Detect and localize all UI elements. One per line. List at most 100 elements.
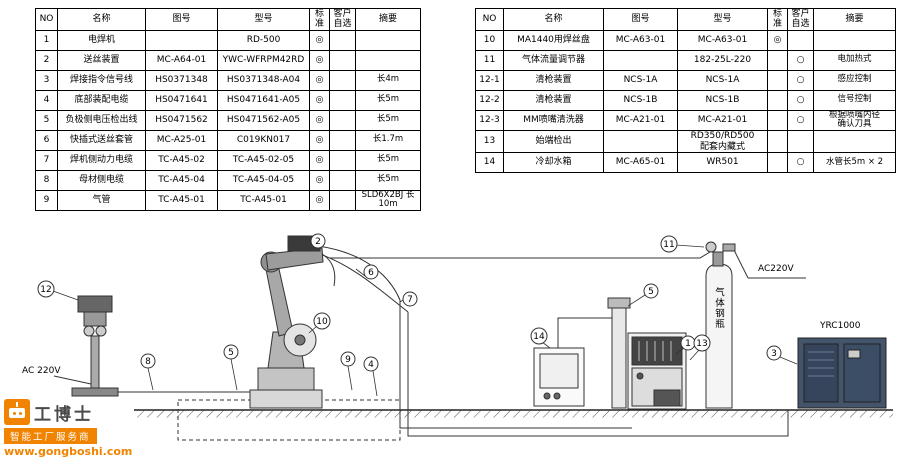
table-cell: RD-500: [217, 29, 310, 51]
table-cell: [329, 29, 356, 51]
table-cell: NCS-1A: [677, 69, 768, 91]
table-cell: ○: [787, 109, 814, 132]
column-header: 标准: [767, 8, 788, 31]
callout-7: 7: [399, 291, 418, 307]
callout-2: 2: [310, 233, 326, 249]
column-header: NO: [475, 8, 504, 31]
table-cell: 1: [35, 29, 58, 51]
table-cell: WR501: [677, 151, 768, 173]
table-cell: TC-A45-01: [145, 189, 218, 212]
table-cell: 气管: [57, 189, 146, 212]
table-cell: MC-A63-01: [677, 29, 768, 51]
column-header: 客户 自选: [787, 8, 814, 31]
gas-flow-regulator: [722, 243, 736, 252]
table-cell: [329, 69, 356, 91]
table-cell: MC-A63-01: [603, 29, 678, 51]
callout-4: 4: [363, 356, 379, 397]
table-cell: [767, 89, 788, 111]
svg-text:10: 10: [316, 317, 328, 327]
table-cell: [329, 129, 356, 151]
table-cell: 长1.7m: [355, 129, 421, 151]
table-cell: NCS-1B: [603, 89, 678, 111]
table-cell: [329, 149, 356, 171]
table-cell: ○: [787, 151, 814, 173]
table-cell: 4: [35, 89, 58, 111]
column-header: 型号: [677, 8, 768, 31]
table-cell: 气体流量调节器: [503, 49, 604, 71]
table-cell: 负极侧电压检出线: [57, 109, 146, 131]
table-cell: C019KN017: [217, 129, 310, 151]
callout-9: 9: [340, 351, 356, 391]
table-cell: NCS-1B: [677, 89, 768, 111]
table-cell: HS0471562-A05: [217, 109, 310, 131]
callout-6: 6: [355, 264, 379, 280]
table-cell: [329, 169, 356, 191]
svg-text:13: 13: [696, 339, 707, 349]
callout-5a: 5: [223, 344, 239, 391]
callout-8: 8: [140, 353, 156, 391]
ac-220v-label-left: AC 220V: [22, 366, 61, 376]
table-cell: TC-A45-04-05: [217, 169, 310, 191]
table-cell: 清枪装置: [503, 69, 604, 91]
svg-text:14: 14: [533, 332, 545, 342]
watermark: 工博士 智能工厂服务商 www.gongboshi.com: [2, 398, 135, 459]
ac-220v-label-right: AC220V: [758, 264, 794, 274]
table-cell: 长5m: [355, 149, 421, 171]
table-cell: 感应控制: [813, 69, 896, 91]
svg-text:4: 4: [368, 360, 374, 370]
table-cell: [603, 130, 678, 153]
watermark-url[interactable]: www.gongboshi.com: [4, 445, 133, 458]
table-cell: [145, 29, 218, 51]
column-header: 图号: [603, 8, 678, 31]
table-cell: 电焊机: [57, 29, 146, 51]
table-cell: 底部装配电缆: [57, 89, 146, 111]
table-cell: 长5m: [355, 109, 421, 131]
table-cell: 6: [35, 129, 58, 151]
table-cell: ◎: [309, 149, 330, 171]
table-cell: ◎: [309, 49, 330, 71]
table-cell: 清枪装置: [503, 89, 604, 111]
table-cell: TC-A45-01: [217, 189, 310, 212]
svg-text:8: 8: [145, 357, 151, 367]
table-cell: 冷却水箱: [503, 151, 604, 173]
table-cell: HS0371348: [145, 69, 218, 91]
svg-text:1: 1: [685, 339, 691, 349]
table-cell: [813, 29, 896, 51]
table-cell: [767, 130, 788, 153]
table-cell: 2: [35, 49, 58, 71]
table-cell: [355, 49, 421, 71]
svg-text:11: 11: [663, 240, 674, 250]
table-cell: [329, 109, 356, 131]
table-cell: [329, 49, 356, 71]
table-cell: SLD6X2BJ 长10m: [355, 189, 421, 212]
table-cell: 长5m: [355, 89, 421, 111]
controller-label: YRC1000: [820, 321, 861, 331]
table-cell: MM喷嘴清洗器: [503, 109, 604, 132]
table-cell: 11: [475, 49, 504, 71]
welding-robot: [249, 235, 336, 409]
table-cell: 快插式送丝套管: [57, 129, 146, 151]
svg-text:5: 5: [228, 348, 234, 358]
table-cell: ◎: [309, 69, 330, 91]
callout-11: 11: [660, 235, 705, 253]
welding-torch: [321, 253, 336, 287]
welder: [627, 332, 687, 410]
table-cell: 3: [35, 69, 58, 91]
column-header: 摘要: [355, 8, 421, 31]
table-cell: ○: [787, 89, 814, 111]
callout-14: 14: [530, 327, 551, 349]
table-cell: ◎: [309, 109, 330, 131]
table-cell: 电加热式: [813, 49, 896, 71]
